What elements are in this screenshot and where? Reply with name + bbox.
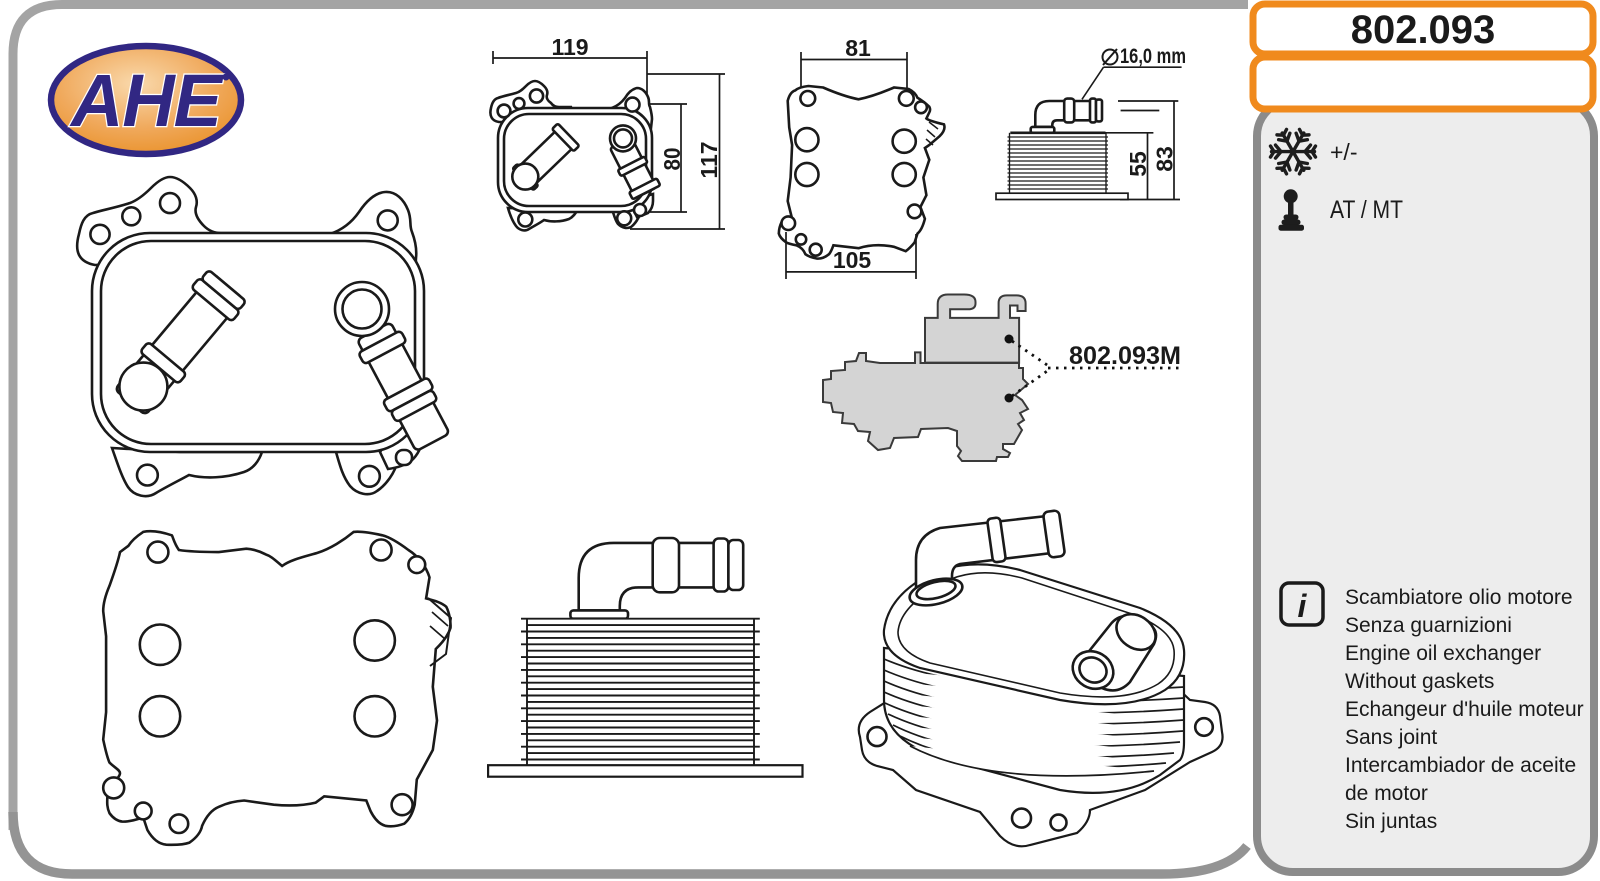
svg-text:Scambiatore olio motore: Scambiatore olio motore bbox=[1345, 586, 1573, 609]
svg-text:AT / MT: AT / MT bbox=[1330, 196, 1403, 224]
svg-text:Engine oil exchanger: Engine oil exchanger bbox=[1345, 642, 1541, 665]
svg-text:81: 81 bbox=[845, 35, 871, 61]
svg-text:Sin juntas: Sin juntas bbox=[1345, 810, 1437, 833]
svg-text:i: i bbox=[1298, 588, 1308, 624]
svg-text:+/-: +/- bbox=[1330, 139, 1357, 165]
svg-text:119: 119 bbox=[551, 34, 588, 60]
svg-text:16,0 mm: 16,0 mm bbox=[1120, 45, 1186, 68]
svg-text:Intercambiador de aceite: Intercambiador de aceite bbox=[1345, 754, 1576, 777]
svg-text:Sans joint: Sans joint bbox=[1345, 726, 1437, 749]
svg-text:80: 80 bbox=[659, 148, 685, 171]
svg-text:105: 105 bbox=[833, 247, 872, 273]
svg-text:Without gaskets: Without gaskets bbox=[1345, 670, 1494, 693]
svg-text:802.093: 802.093 bbox=[1351, 8, 1496, 52]
svg-text:83: 83 bbox=[1152, 146, 1178, 172]
svg-text:55: 55 bbox=[1125, 151, 1151, 177]
svg-text:802.093M: 802.093M bbox=[1069, 342, 1181, 370]
svg-text:AHE: AHE bbox=[69, 59, 225, 142]
svg-text:de motor: de motor bbox=[1345, 782, 1428, 805]
svg-text:117: 117 bbox=[696, 141, 722, 178]
svg-text:Echangeur d'huile moteur: Echangeur d'huile moteur bbox=[1345, 698, 1584, 721]
svg-text:Senza guarnizioni: Senza guarnizioni bbox=[1345, 614, 1512, 637]
